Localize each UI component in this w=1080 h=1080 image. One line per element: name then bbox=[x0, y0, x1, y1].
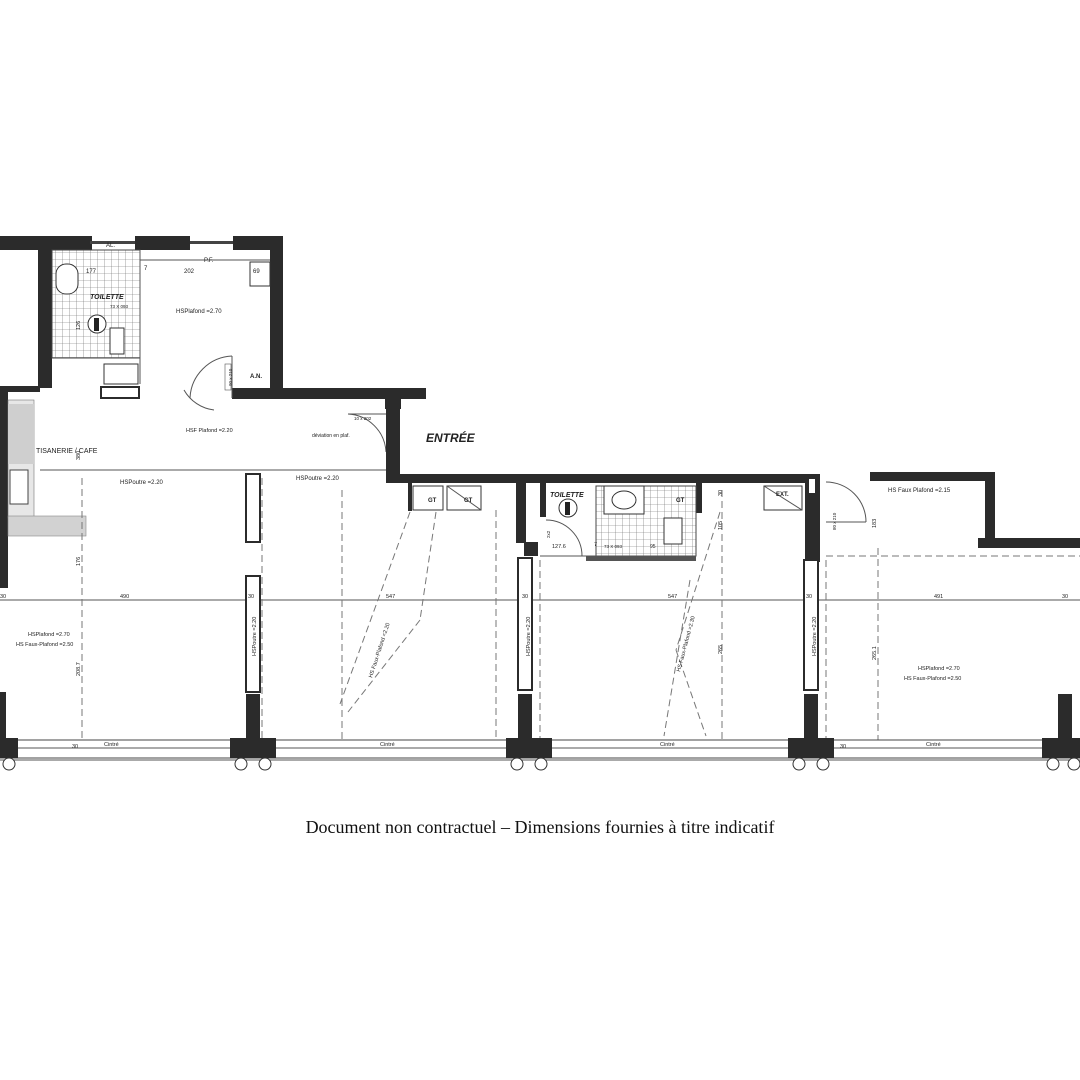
labels: AL. P.F. 177 7 202 69 TOILETTE 73 X 093 … bbox=[0, 243, 1068, 750]
label-hsp-270-right: HSPlafond =2.70 bbox=[918, 666, 960, 672]
upper-left-doors bbox=[183, 355, 401, 453]
dim-177: 177 bbox=[86, 269, 97, 275]
label-cintre-1: Cintré bbox=[104, 742, 119, 748]
label-cintre-3: Cintré bbox=[660, 742, 675, 748]
label-hsp-270-left: HSPlafond =2.70 bbox=[28, 632, 70, 638]
facade bbox=[0, 738, 1080, 771]
label-entree: ENTRÉE bbox=[426, 430, 476, 445]
label-gt-2: GT bbox=[464, 498, 473, 504]
pillars bbox=[0, 473, 1072, 742]
label-gt-3: GT bbox=[676, 498, 685, 504]
label-an: A.N. bbox=[250, 374, 262, 380]
dim-547a: 547 bbox=[386, 594, 395, 600]
label-hs-faux-250-left: HS Faux-Plafond =2.50 bbox=[16, 642, 73, 648]
label-hs-faux-215: HS Faux Plafond =2.15 bbox=[888, 488, 951, 494]
dim-toilette-1: 73 X 093 bbox=[110, 304, 129, 309]
dim-80x210: 80 x 210 bbox=[832, 512, 837, 530]
label-toilette-2: TOILETTE bbox=[550, 492, 584, 499]
dim-176: 176 bbox=[76, 557, 82, 566]
dim-30d: 30 bbox=[806, 594, 812, 600]
dim-30g: 30 bbox=[840, 744, 846, 750]
toilet-1 bbox=[51, 249, 271, 385]
dim-490: 490 bbox=[120, 594, 129, 600]
label-toilette-1: TOILETTE bbox=[90, 294, 124, 301]
dim-69: 69 bbox=[253, 269, 260, 275]
label-cintre-4: Cintré bbox=[926, 742, 941, 748]
label-hsf-220: HSF Plafond =2.20 bbox=[186, 428, 233, 434]
dim-toilette-2: 73 X 093 bbox=[604, 544, 623, 549]
dim-491: 491 bbox=[934, 594, 943, 600]
dim-2x2: 2x2 bbox=[546, 530, 551, 538]
dim-30b: 30 bbox=[248, 594, 254, 600]
label-hs-faux-250-right: HS Faux-Plafond =2.50 bbox=[904, 676, 961, 682]
dim-10x202: 10 x 202 bbox=[354, 416, 372, 421]
dim-208-7: 208.7 bbox=[76, 662, 82, 676]
dim-30c: 30 bbox=[522, 594, 528, 600]
dim-380: 380 bbox=[76, 451, 82, 460]
middle-walls bbox=[386, 398, 1080, 562]
dim-95: 95 bbox=[650, 544, 656, 550]
label-tisanerie: TISANERIE / CAFE bbox=[36, 448, 98, 455]
dim-265: 265 bbox=[718, 645, 724, 654]
dim-30a: 30 bbox=[718, 490, 724, 496]
label-hs-faux-v1: HS Faux-Plafond =2.20 bbox=[368, 622, 391, 678]
dim-30f: 30 bbox=[72, 744, 78, 750]
label-hsp-270-top: HSPlafond =2.70 bbox=[176, 309, 222, 315]
dim-547b: 547 bbox=[668, 594, 677, 600]
dim-265-1: 265.1 bbox=[872, 646, 878, 660]
toilet-2 bbox=[524, 481, 867, 561]
label-pf: P.F. bbox=[204, 258, 214, 264]
kitchenette bbox=[7, 399, 386, 537]
label-hspoutre-v3: HSPoutre =2.20 bbox=[812, 617, 818, 656]
disclaimer-caption: Document non contractuel – Dimensions fo… bbox=[305, 817, 775, 837]
dim-202: 202 bbox=[184, 269, 195, 275]
dim-90x210: 90 x 210 bbox=[228, 368, 233, 386]
label-hspoutre-v2: HSPoutre =2.20 bbox=[526, 617, 532, 656]
label-cintre-2: Cintré bbox=[380, 742, 395, 748]
label-hspoutre-mid: HSPoutre =2.20 bbox=[296, 476, 340, 482]
main-space-lines bbox=[0, 478, 1080, 740]
label-al: AL. bbox=[106, 243, 115, 249]
label-hspoutre-left: HSPoutre =2.20 bbox=[120, 480, 164, 486]
dim-7b: 7 bbox=[594, 542, 597, 548]
dim-30-left: 30 bbox=[0, 594, 6, 600]
dim-183: 183 bbox=[872, 519, 878, 528]
label-gt-1: GT bbox=[428, 498, 437, 504]
label-ext: EXT. bbox=[776, 492, 789, 498]
dim-7a: 7 bbox=[144, 266, 148, 272]
label-hs-faux-v2: HS Faux-Plafond =2.30 bbox=[676, 616, 697, 673]
label-hspoutre-v1: HSPoutre =2.20 bbox=[252, 617, 258, 656]
dim-30e: 30 bbox=[1062, 594, 1068, 600]
dim-127-6: 127.6 bbox=[552, 544, 566, 550]
upper-left-walls bbox=[0, 236, 426, 588]
label-deviation: déviation en plaf. bbox=[312, 433, 350, 439]
dim-105: 105 bbox=[718, 521, 724, 530]
dim-126: 126 bbox=[76, 321, 82, 330]
